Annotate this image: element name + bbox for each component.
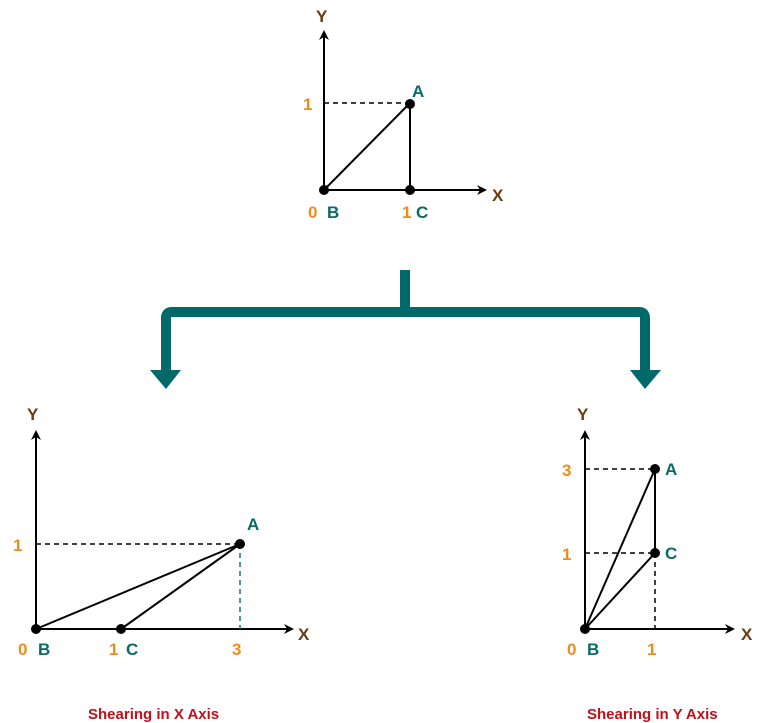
original-label-C: C [416, 203, 428, 222]
original-origin-tick: 0 [308, 203, 317, 222]
shear-x-x-label: X [298, 625, 310, 644]
original-y-label: Y [316, 7, 328, 26]
shear-y-point-A [650, 464, 660, 474]
branch-connector [150, 270, 661, 389]
shear-y-origin-tick: 0 [567, 640, 576, 659]
shear-y-x-tick: 1 [647, 640, 656, 659]
original-point-B [319, 185, 329, 195]
shear-x-label-C: C [126, 640, 138, 659]
shear-x-edge-BA [35, 543, 241, 630]
arrow-right-icon [630, 370, 661, 389]
shear-y-point-B [580, 624, 590, 634]
shear-x-label-A: A [247, 515, 259, 534]
shear-y-caption: Shearing in Y Axis [587, 706, 718, 723]
shear-y-y-tick-3: 3 [562, 461, 571, 480]
shear-x-y-tick: 1 [13, 536, 22, 555]
original-label-A: A [412, 82, 424, 101]
original-point-C [405, 185, 415, 195]
shear-x-x-tick-3: 3 [232, 640, 241, 659]
shear-x-point-B [31, 624, 41, 634]
shear-x-label-B: B [38, 640, 50, 659]
shear-y-graph: Y X 3 1 0 1 A B C Shearing in Y Axis [562, 405, 753, 723]
shear-y-edge-BA [584, 468, 656, 630]
shear-x-point-C [116, 624, 126, 634]
shear-x-origin-tick: 0 [18, 640, 27, 659]
original-point-A [405, 99, 415, 109]
shear-x-x-tick-1: 1 [109, 640, 118, 659]
shear-y-label-C: C [665, 544, 677, 563]
shear-y-y-label: Y [577, 405, 589, 424]
shear-x-point-A [235, 539, 245, 549]
shear-y-x-label: X [741, 625, 753, 644]
original-x-tick: 1 [402, 203, 411, 222]
original-graph: Y X 1 0 1 A B C [303, 7, 504, 222]
shear-y-label-A: A [665, 460, 677, 479]
shear-x-caption: Shearing in X Axis [88, 706, 219, 723]
shear-x-graph: Y X 1 0 1 3 A B C Shearing in X Axis [13, 405, 310, 723]
shear-x-edge-CA [120, 543, 241, 630]
shear-y-edge-BC [584, 552, 656, 630]
connector-branch [161, 307, 650, 374]
shear-y-y-tick-1: 1 [562, 545, 571, 564]
arrow-left-icon [150, 370, 181, 389]
original-x-label: X [492, 186, 504, 205]
original-edge-BA [323, 102, 411, 191]
shear-y-label-B: B [587, 640, 599, 659]
original-y-tick: 1 [303, 95, 312, 114]
original-label-B: B [327, 203, 339, 222]
shear-x-y-label: Y [27, 405, 39, 424]
shear-y-point-C [650, 548, 660, 558]
